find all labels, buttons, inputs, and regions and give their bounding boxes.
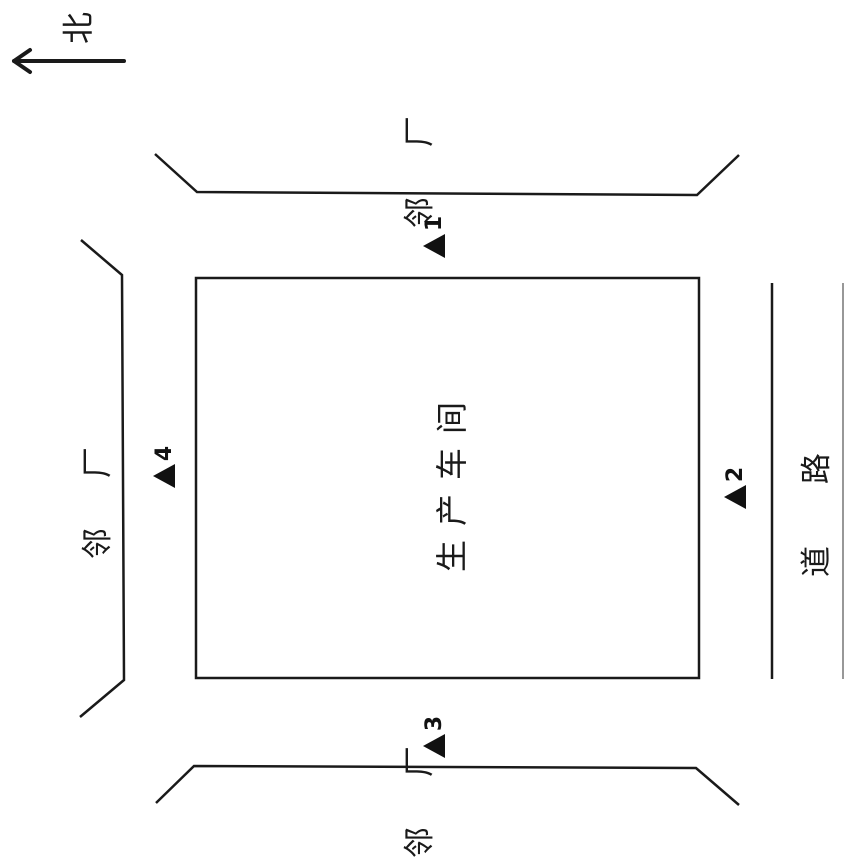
diagram-lines	[12, 48, 844, 806]
triangle-marker-icon	[423, 234, 445, 259]
neighbor-label-left: 邻 厂	[79, 427, 116, 559]
site-layout-diagram: 北 生产车间 邻 厂 邻 厂 邻 厂 道 路 1 2 3 4	[12, 12, 844, 858]
monitoring-point-2: 2	[720, 458, 750, 518]
north-label: 北	[59, 12, 97, 45]
north-arrow-icon	[12, 48, 126, 74]
neighbor-left-boundary	[79, 239, 126, 718]
monitoring-point-number: 1	[421, 215, 447, 232]
neighbor-bottom-boundary	[155, 764, 740, 806]
monitoring-point-number: 3	[421, 715, 447, 732]
monitoring-point-number: 4	[151, 445, 177, 462]
triangle-marker-icon	[153, 464, 175, 489]
monitoring-point-1: 1	[419, 207, 449, 267]
triangle-marker-icon	[423, 734, 445, 759]
neighbor-top-boundary	[154, 153, 740, 197]
monitoring-point-number: 2	[722, 466, 748, 483]
workshop-label: 生产车间	[433, 388, 471, 573]
monitoring-point-3: 3	[419, 707, 449, 767]
triangle-marker-icon	[724, 485, 746, 510]
monitoring-point-4: 4	[149, 437, 179, 497]
workshop-outline	[194, 276, 701, 680]
road-label: 道 路	[798, 427, 835, 577]
